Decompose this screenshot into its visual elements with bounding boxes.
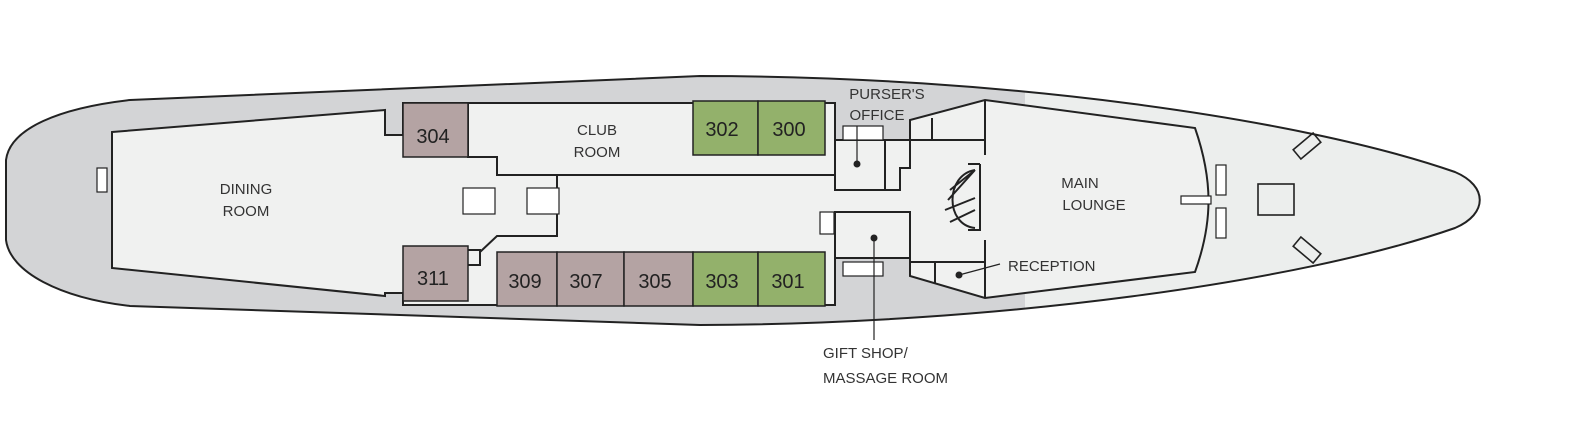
svg-text:305: 305 [638, 271, 671, 293]
stair-icon [842, 261, 884, 277]
cabin-309[interactable]: 309 [496, 251, 558, 307]
club-room-label: CLUB [577, 122, 617, 139]
stair-icon [1215, 164, 1227, 196]
pursers-office-label: PURSER'S [849, 86, 924, 103]
bow-fixtures [1257, 131, 1322, 265]
svg-text:307: 307 [569, 271, 602, 293]
main-lounge-label: MAIN [1061, 175, 1099, 192]
cabin-311[interactable]: 311 [402, 245, 469, 302]
stair-icon [96, 167, 108, 193]
reception-label: RECEPTION [1008, 258, 1096, 275]
stair-icon [1180, 195, 1212, 205]
cabins: 304 302 300 311 309 307 305 303 301 [402, 100, 826, 307]
stair-icon [819, 211, 835, 235]
cabin-304[interactable]: 304 [402, 102, 469, 158]
svg-text:304: 304 [416, 126, 449, 148]
pursers-office-label-2: OFFICE [850, 107, 905, 124]
stairs [96, 125, 1227, 277]
cabin-307[interactable]: 307 [556, 251, 625, 307]
cabin-301[interactable]: 301 [757, 251, 826, 307]
cabin-305[interactable]: 305 [623, 251, 694, 307]
svg-text:303: 303 [705, 271, 738, 293]
club-room-label-2: ROOM [574, 144, 621, 161]
svg-text:311: 311 [417, 268, 449, 290]
stair-icon [462, 187, 496, 215]
cabin-303[interactable]: 303 [692, 251, 759, 307]
massage-room-label: MASSAGE ROOM [823, 370, 948, 387]
dining-room-label-2: ROOM [223, 203, 270, 220]
gift-shop-label: GIFT SHOP/ [823, 345, 909, 362]
svg-text:309: 309 [508, 271, 541, 293]
stair-icon [842, 125, 884, 141]
stair-icon [526, 187, 560, 215]
cabin-300[interactable]: 300 [757, 100, 826, 156]
svg-text:300: 300 [772, 119, 805, 141]
svg-text:301: 301 [771, 271, 804, 293]
svg-text:302: 302 [705, 119, 738, 141]
dining-room-label: DINING [220, 181, 273, 198]
main-lounge-label-2: LOUNGE [1062, 197, 1125, 214]
cabin-302[interactable]: 302 [692, 100, 759, 156]
stair-icon [1215, 207, 1227, 239]
pointers [853, 126, 1001, 340]
